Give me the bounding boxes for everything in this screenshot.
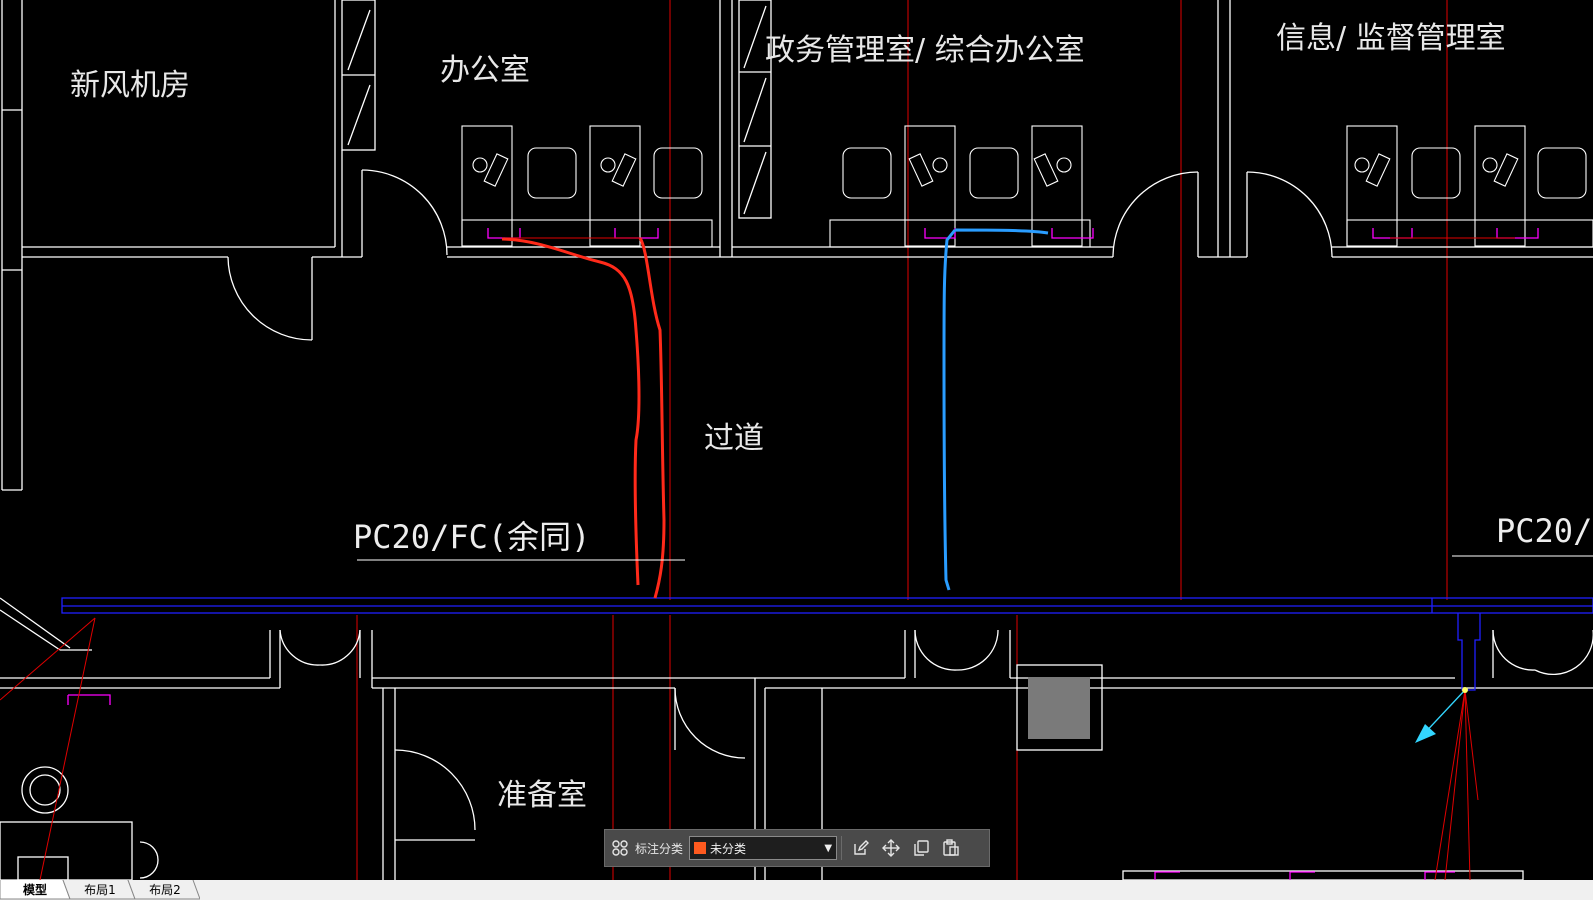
tab-outlines bbox=[0, 880, 200, 900]
chevron-down-icon: ▼ bbox=[824, 842, 833, 854]
bus-duct bbox=[61, 597, 1593, 691]
shaft-fill bbox=[1028, 677, 1090, 739]
red-markup-path-2 bbox=[638, 237, 666, 599]
paste-icon[interactable] bbox=[936, 833, 966, 863]
pipe-label-left: PC20/FC(余同) bbox=[353, 518, 590, 556]
category-value: 未分类 bbox=[710, 841, 747, 856]
room-label-fresh-air: 新风机房 bbox=[70, 68, 190, 103]
leader-arrow bbox=[1415, 687, 1468, 743]
tab-layout2[interactable]: 布局2 bbox=[149, 883, 181, 897]
copy-icon[interactable] bbox=[906, 833, 936, 863]
toolbar-divider bbox=[841, 836, 843, 860]
room-label-prep: 准备室 bbox=[497, 778, 587, 813]
edit-icon[interactable] bbox=[846, 833, 876, 863]
room-label-admin: 政务管理室/ 综合办公室 bbox=[765, 33, 1085, 68]
grid-icon[interactable] bbox=[605, 833, 635, 863]
tab-layout1[interactable]: 布局1 bbox=[84, 883, 116, 897]
category-color-swatch bbox=[694, 842, 707, 854]
annotation-toolbar: 标注分类 未分类 ▼ bbox=[604, 829, 990, 867]
furniture bbox=[461, 125, 1593, 248]
drawing-canvas[interactable]: 新风机房 办公室 政务管理室/ 综合办公室 信息/ 监督管理室 过道 准备室 P… bbox=[0, 0, 1593, 880]
room-label-office: 办公室 bbox=[440, 53, 530, 88]
category-label: 标注分类 bbox=[635, 841, 684, 856]
tab-model[interactable]: 模型 bbox=[22, 883, 47, 897]
walls bbox=[0, 0, 1593, 880]
outlet-wiring bbox=[0, 237, 1515, 880]
pipe-label-right: PC20/F bbox=[1496, 512, 1593, 550]
axis-lines bbox=[356, 0, 1448, 880]
room-label-corridor: 过道 bbox=[704, 421, 764, 456]
red-markup-path bbox=[501, 237, 641, 586]
move-icon[interactable] bbox=[876, 833, 906, 863]
room-label-info: 信息/ 监督管理室 bbox=[1276, 21, 1506, 56]
outlets bbox=[67, 228, 1539, 880]
layout-tab-bar: 模型 布局1 布局2 bbox=[0, 880, 1593, 900]
blue-markup-path bbox=[942, 228, 1049, 591]
category-dropdown[interactable]: 未分类 ▼ bbox=[689, 836, 838, 860]
